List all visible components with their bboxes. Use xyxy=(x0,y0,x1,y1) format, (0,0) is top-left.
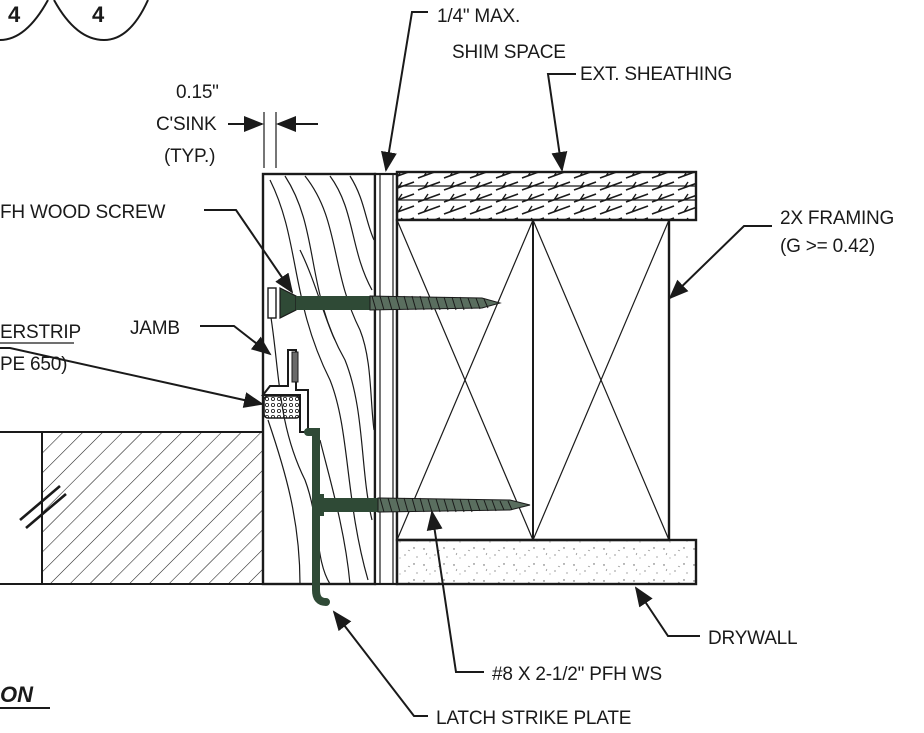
shim-space xyxy=(373,172,399,586)
upper-wood-screw xyxy=(267,287,502,319)
latch-strike-plate xyxy=(304,428,330,606)
leader-screw-spec xyxy=(426,510,484,673)
label-csink-line3: (TYP.) xyxy=(164,146,215,167)
leader-ext-sheathing xyxy=(546,73,576,172)
break-line-1 xyxy=(19,485,61,521)
label-pfh-wood-screw: FH WOOD SCREW xyxy=(0,202,165,223)
ref-number-left: 4 xyxy=(8,2,21,27)
label-csink-line2: C'SINK xyxy=(156,114,217,135)
label-ext-sheathing: EXT. SHEATHING xyxy=(580,64,732,85)
leader-weatherstrip xyxy=(0,347,264,408)
callout-labels: 1/4" MAX. SHIM SPACE EXT. SHEATHING 0.15… xyxy=(0,6,894,729)
weatherstrip-stop xyxy=(260,349,309,433)
leader-shim-space xyxy=(381,11,428,172)
label-weatherstrip-line2: PE 650) xyxy=(0,354,67,375)
weatherstrip-foam xyxy=(263,395,301,419)
label-jamb: JAMB xyxy=(130,318,180,339)
label-csink-line1: 0.15" xyxy=(176,82,219,103)
detail-reference-bubbles: 4 4 xyxy=(0,0,149,42)
framing-studs xyxy=(395,218,671,542)
label-framing-line2: (G >= 0.42) xyxy=(780,236,875,257)
label-shim-line2: SHIM SPACE xyxy=(452,42,566,63)
section-title: ON xyxy=(0,682,34,707)
exterior-sheathing xyxy=(395,170,698,222)
break-line-2 xyxy=(25,493,67,529)
label-weatherstrip-line1: ERSTRIP xyxy=(0,322,81,343)
leader-drywall xyxy=(634,586,700,637)
leader-lines xyxy=(0,11,772,717)
leader-jamb xyxy=(200,325,272,356)
drywall-panel xyxy=(395,538,698,586)
label-shim-line1: 1/4" MAX. xyxy=(437,6,520,27)
leader-framing xyxy=(668,225,772,300)
leader-pfh-screw xyxy=(204,209,294,294)
label-drywall: DRYWALL xyxy=(708,628,797,649)
label-framing-line1: 2X FRAMING xyxy=(780,208,894,229)
label-latch-strike-plate: LATCH STRIKE PLATE xyxy=(436,708,631,729)
csink-dimension xyxy=(228,112,318,168)
ref-number-right: 4 xyxy=(92,2,105,27)
door-slab xyxy=(0,431,301,585)
ref-bubble-left xyxy=(0,0,49,41)
label-screw-spec: #8 X 2-1/2" PFH WS xyxy=(492,664,662,685)
lower-wood-screw xyxy=(316,494,531,516)
ref-bubble-right xyxy=(53,0,149,42)
leader-strike-plate xyxy=(332,610,428,717)
